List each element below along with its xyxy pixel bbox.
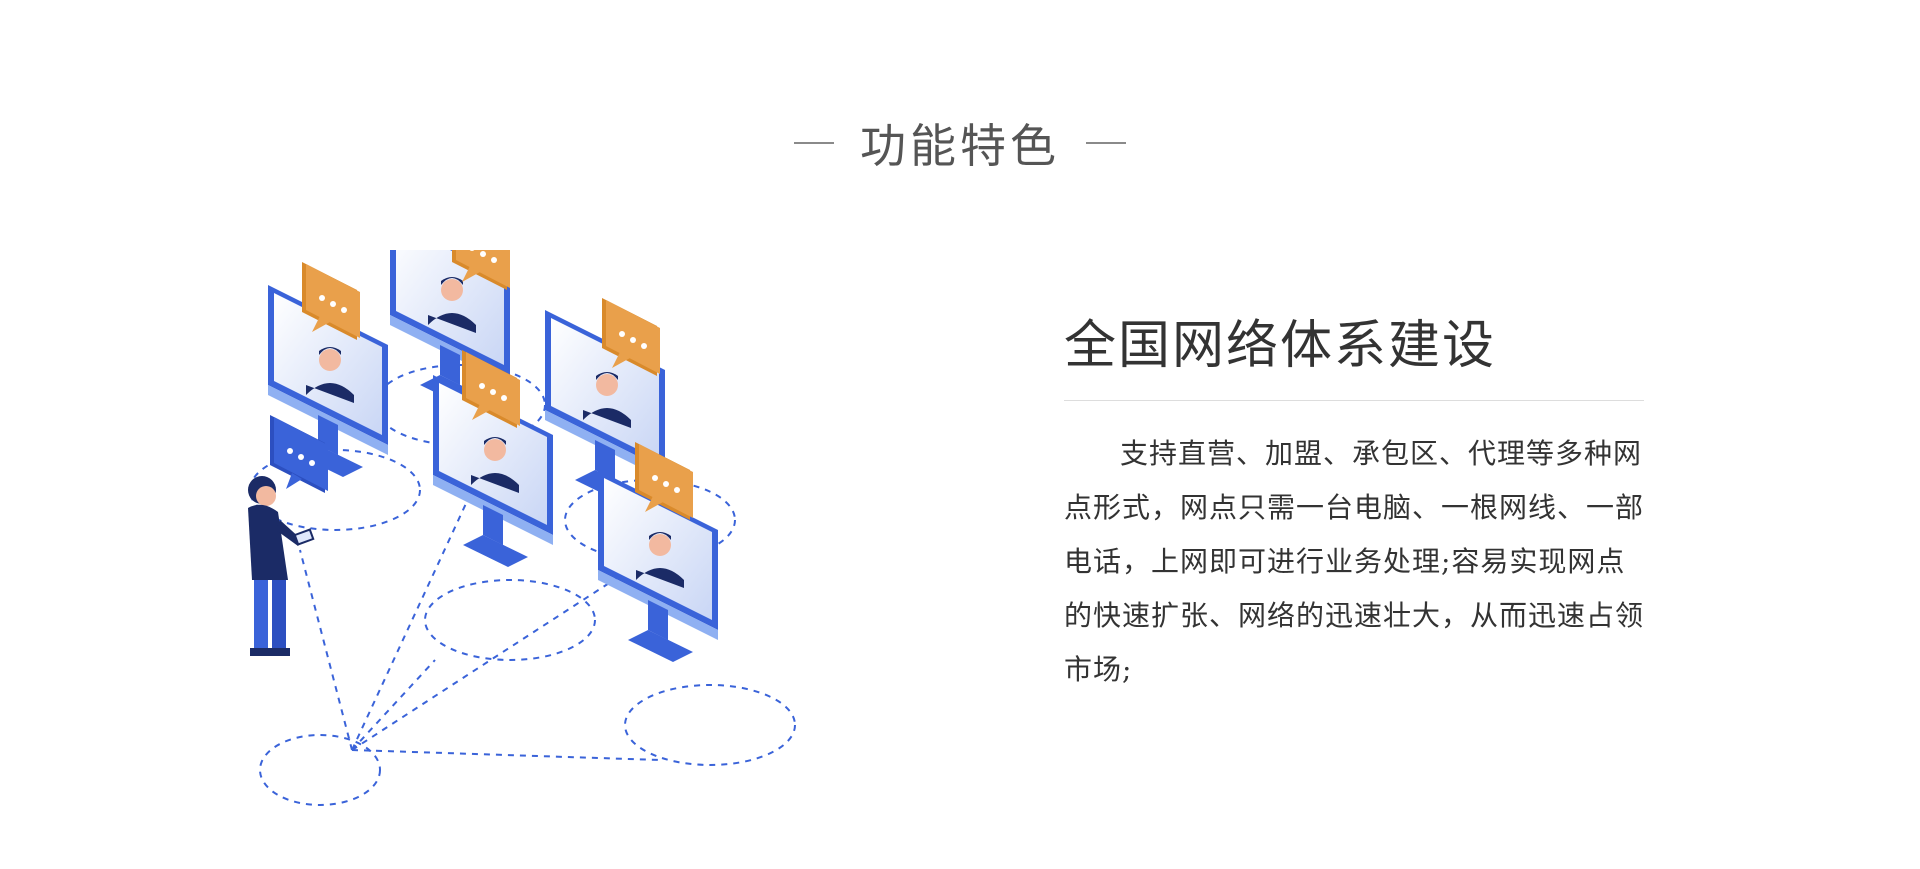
feature-title: 全国网络体系建设	[1064, 310, 1644, 401]
title-dash-right	[1086, 142, 1126, 144]
feature-description: 支持直营、加盟、承包区、代理等多种网点形式，网点只需一台电脑、一根网线、一部电话…	[1064, 437, 1645, 686]
feature-block: 全国网络体系建设 支持直营、加盟、承包区、代理等多种网点形式，网点只需一台电脑、…	[1064, 310, 1656, 697]
person-figure	[248, 476, 315, 656]
section-title: 功能特色	[860, 119, 1060, 173]
section-header: 功能特色	[0, 110, 1920, 176]
title-dash-left	[794, 142, 834, 144]
network-illustration	[248, 250, 796, 806]
